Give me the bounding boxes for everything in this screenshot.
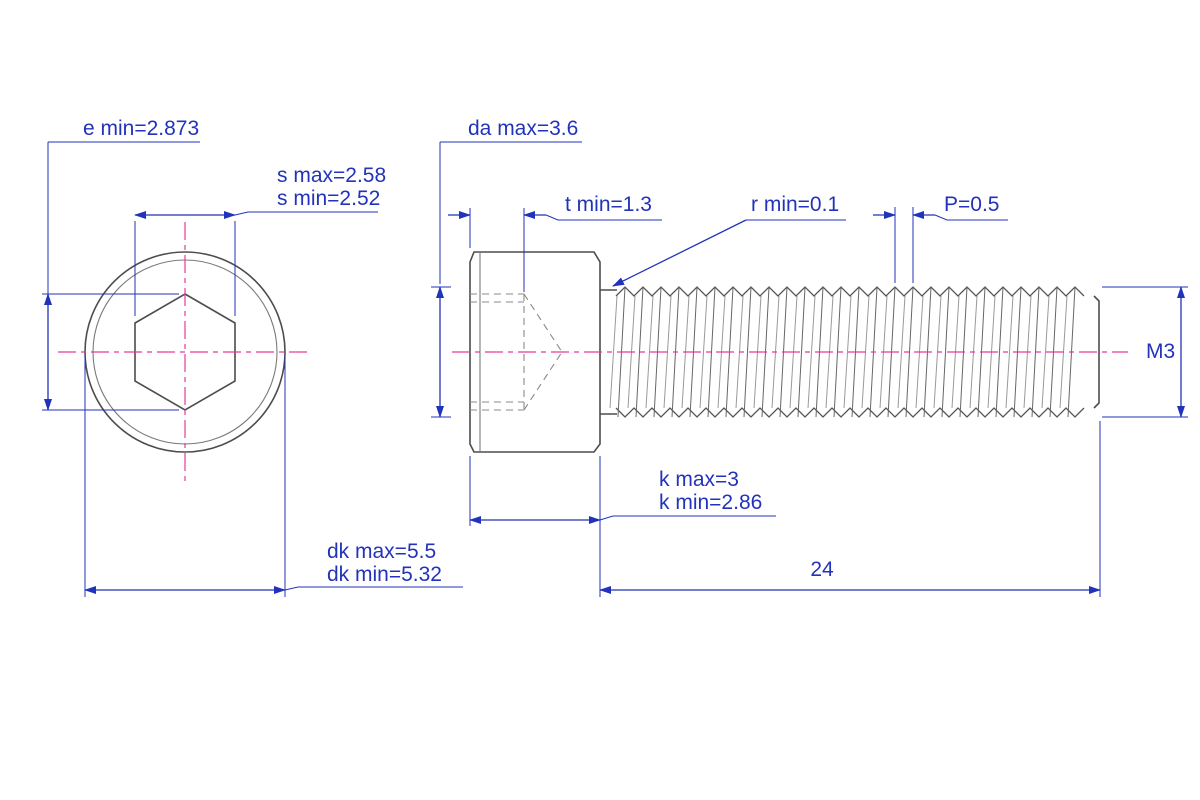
thread-root-line bbox=[1005, 295, 1014, 409]
label-underline bbox=[545, 214, 662, 221]
thread-flank-line bbox=[635, 286, 644, 418]
thread-flank-line bbox=[995, 286, 1004, 418]
dim-t: t min=1.3 bbox=[448, 193, 662, 292]
thread-root-line bbox=[699, 295, 708, 409]
thread-flank-line bbox=[1031, 286, 1040, 418]
thread-root-line bbox=[645, 295, 654, 409]
leader-arrow bbox=[612, 219, 747, 287]
thread-root-line bbox=[897, 295, 906, 409]
thread-flank-line bbox=[743, 286, 752, 418]
dim-da: da max=3.6 bbox=[431, 117, 582, 418]
label-underline bbox=[234, 211, 378, 216]
thread-root-line bbox=[843, 295, 852, 409]
dim-dk-max-label: dk max=5.5 bbox=[327, 540, 436, 563]
dim-length: 24 bbox=[599, 421, 1101, 597]
label-underline bbox=[599, 515, 776, 521]
dim-s-max-label: s max=2.58 bbox=[277, 164, 386, 187]
dim-thread-label: M3 bbox=[1146, 340, 1175, 363]
label-underline bbox=[284, 586, 463, 591]
dim-k: k max=3 k min=2.86 bbox=[469, 456, 776, 597]
head-profile bbox=[469, 251, 601, 453]
center-lines bbox=[58, 222, 1128, 482]
thread-flank-line bbox=[797, 286, 806, 418]
thread-root-line bbox=[807, 295, 816, 409]
thread-root-line bbox=[609, 295, 618, 409]
dim-k-min-label: k min=2.86 bbox=[659, 491, 762, 514]
dim-pitch-label: P=0.5 bbox=[944, 193, 999, 216]
dim-dk: dk max=5.5 dk min=5.32 bbox=[84, 358, 463, 597]
socket-cone-lower bbox=[523, 351, 563, 411]
dim-dk-min-label: dk min=5.32 bbox=[327, 563, 442, 586]
thread-flank-line bbox=[833, 286, 842, 418]
thread-flank-line bbox=[941, 286, 950, 418]
hex-socket-hidden bbox=[470, 293, 563, 411]
thread-crest-profile bbox=[615, 286, 1085, 297]
dim-r-min-label: r min=0.1 bbox=[751, 193, 839, 216]
socket-cone-upper bbox=[523, 293, 563, 353]
dim-thread: M3 bbox=[1102, 286, 1188, 418]
thread-flank-line bbox=[905, 286, 914, 418]
dim-s: s max=2.58 s min=2.52 bbox=[134, 164, 386, 316]
thread-root-line bbox=[1041, 295, 1050, 409]
thread-crest-profile bbox=[615, 407, 1085, 418]
dim-s-min-label: s min=2.52 bbox=[277, 187, 380, 210]
dim-t-min-label: t min=1.3 bbox=[565, 193, 652, 216]
thread-end-chamfer bbox=[1093, 295, 1100, 409]
dim-pitch: P=0.5 bbox=[873, 193, 1008, 283]
thread-lines bbox=[609, 286, 1085, 418]
dim-length-label: 24 bbox=[810, 558, 834, 581]
dim-k-max-label: k max=3 bbox=[659, 468, 739, 491]
label-underline bbox=[934, 214, 1008, 221]
dim-da-max-label: da max=3.6 bbox=[468, 117, 578, 140]
dim-e-min: e min=2.873 bbox=[42, 117, 200, 411]
dim-r: r min=0.1 bbox=[612, 193, 846, 287]
dim-e-min-label: e min=2.873 bbox=[83, 117, 199, 140]
thread-flank-line bbox=[707, 286, 716, 418]
